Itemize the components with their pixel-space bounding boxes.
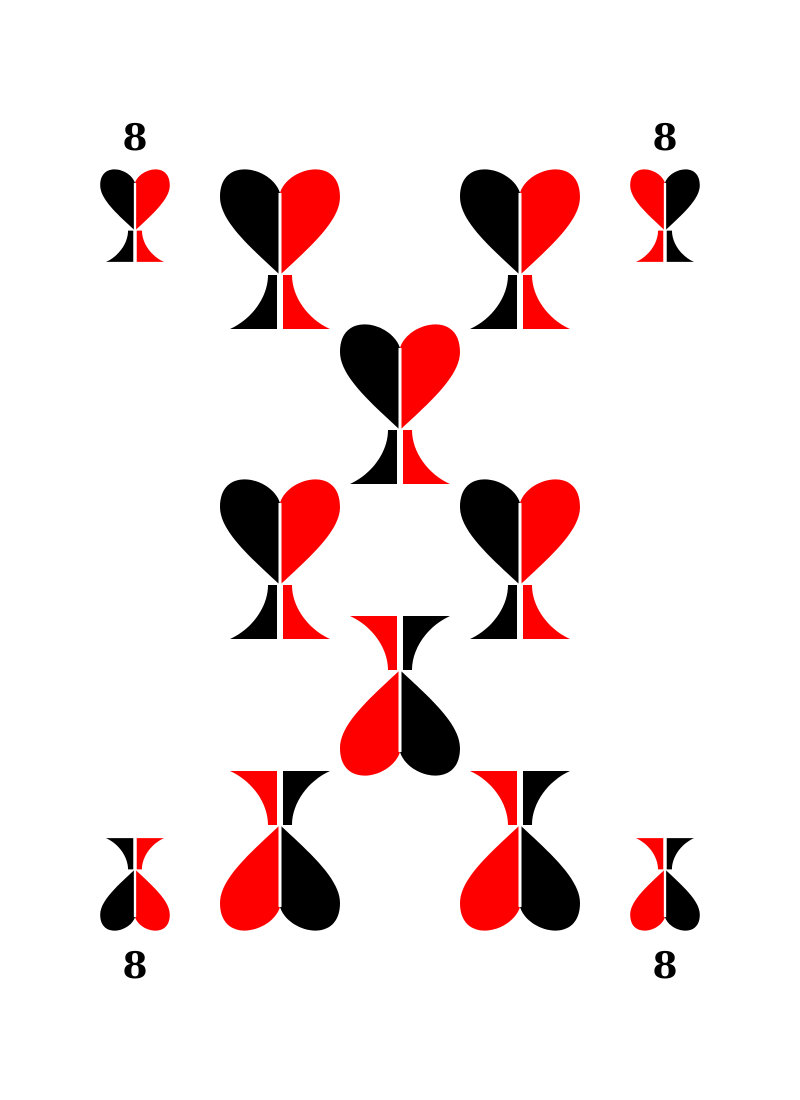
split-heart-goblet-icon	[460, 169, 580, 329]
split-heart-goblet-icon	[220, 479, 340, 639]
split-heart-goblet-icon	[460, 479, 580, 639]
corner-suit-bottom-right	[630, 838, 700, 931]
split-heart-goblet-icon	[220, 771, 340, 931]
corner-rank-top-right: 8	[652, 117, 678, 159]
split-heart-goblet-icon	[220, 169, 340, 329]
split-heart-goblet-icon	[340, 324, 460, 484]
corner-rank-bottom-left: 8	[122, 945, 148, 987]
corner-rank-bottom-right: 8	[652, 945, 678, 987]
corner-rank-top-left: 8	[122, 117, 148, 159]
corner-suit-top-left	[100, 169, 170, 262]
split-heart-goblet-icon	[340, 616, 460, 776]
corner-suit-bottom-left	[100, 838, 170, 931]
corner-suit-top-right	[630, 169, 700, 262]
split-heart-goblet-icon	[460, 771, 580, 931]
